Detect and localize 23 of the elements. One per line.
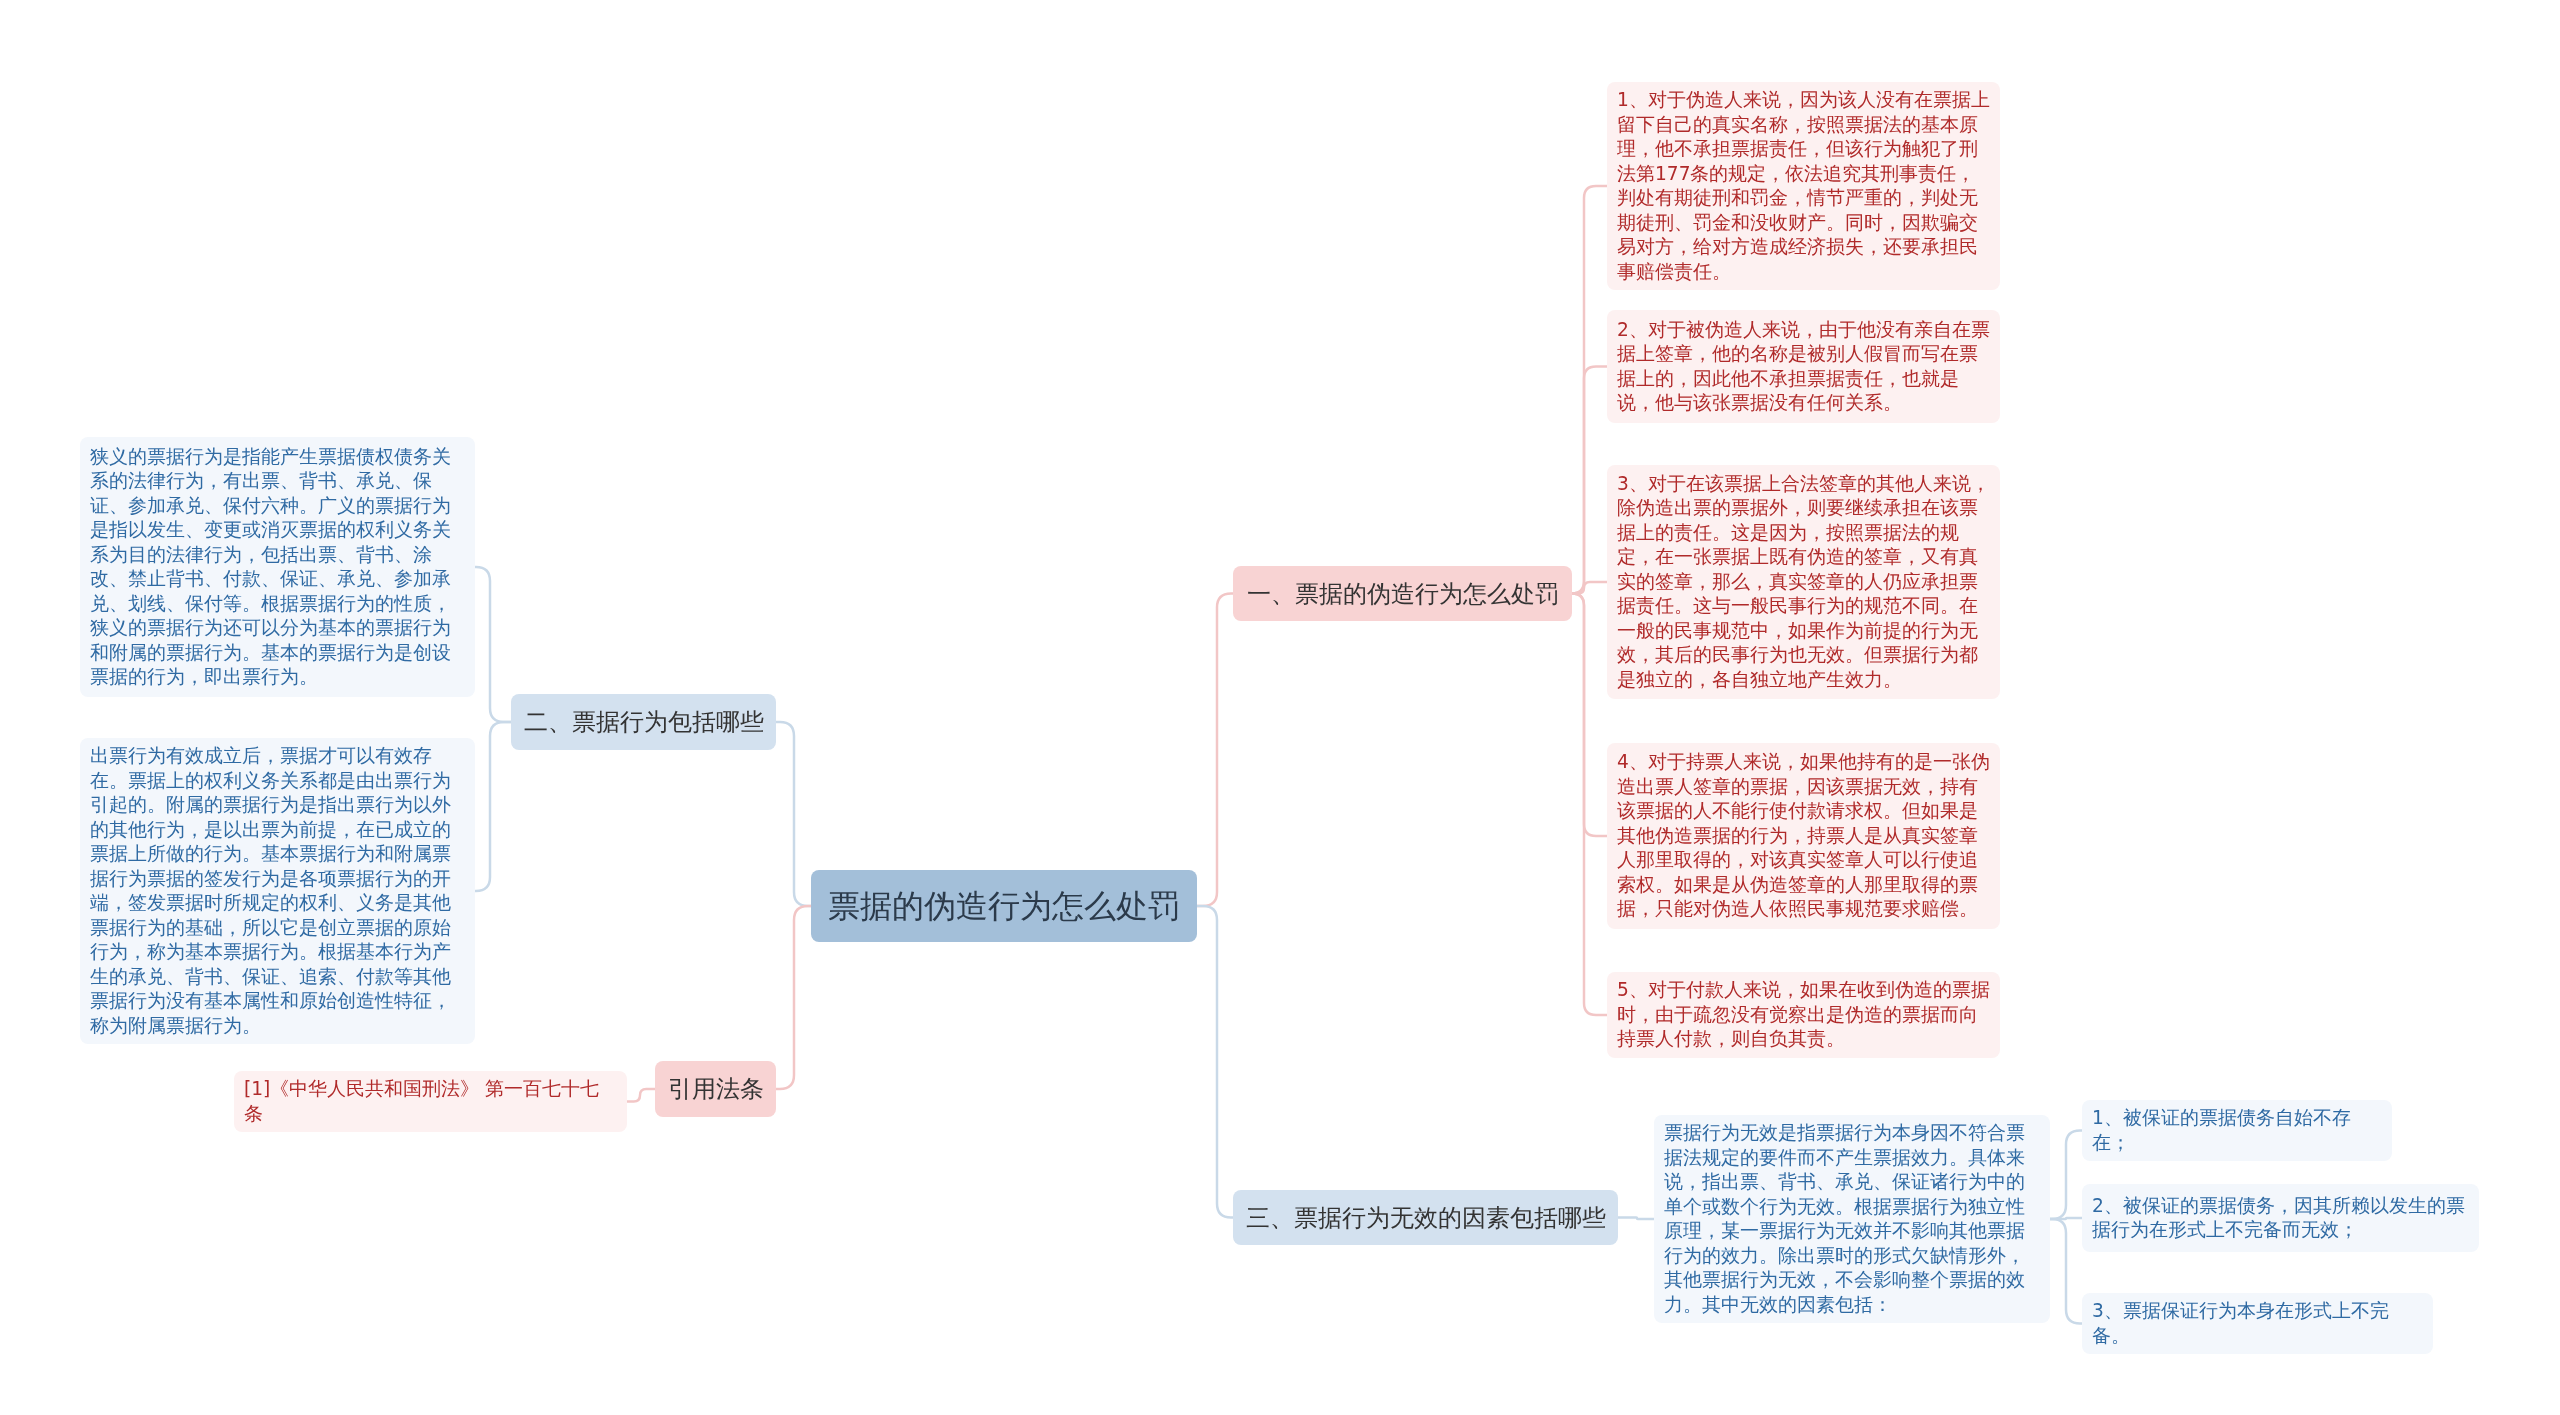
note-box: 票据行为无效是指票据行为本身因不符合票据法规定的要件而不产生票据效力。具体来说，指出票、背书、承兑、保证诸行为中的单个或数个行为无效。根据票据行为独立性原理，某一票据行为无效并不影响其他票据行为的效力。除出票时的形式欠缺情形外，其他票据行为无效，不会影响整个票据的效力。其中无效的因素包括：: [1654, 1115, 2050, 1323]
connector-line: [627, 1087, 655, 1103]
note-box: 1、被保证的票据债务自始不存在；: [2082, 1100, 2392, 1161]
note-box: 2、被保证的票据债务，因其所赖以发生的票据行为在形式上不完备而无效；: [2082, 1184, 2479, 1252]
note-box: 出票行为有效成立后，票据才可以有效存在。票据上的权利义务关系都是由出票行为引起的。附属的票据行为是指出票行为以外的其他行为，是以出票为前提，在已成立的票据上所做的行为。基本票据行为和附属票据行为票据的签发行为是各项票据行为的开端，签发票据时所规定的权利、义务是其他票据行为的基础，所以它是创立票据的原始行为，称为基本票据行为。根据基本行为产生的承兑、背书、保证、追索、付款等其他票据行为没有基本属性和原始创造性特征，称为附属票据行为。: [80, 738, 475, 1044]
branch-topic-box: 三、票据行为无效的因素包括哪些: [1233, 1190, 1618, 1245]
branch-topic-box: 二、票据行为包括哪些: [511, 694, 776, 750]
branch-topic-box: 一、票据的伪造行为怎么处罚: [1233, 566, 1572, 621]
note-box: 3、票据保证行为本身在形式上不完备。: [2082, 1293, 2433, 1354]
branch-topic-box: 引用法条: [655, 1061, 776, 1117]
note-box: 4、对于持票人来说，如果他持有的是一张伪造出票人签章的票据，因该票据无效，持有该票据的人不能行使付款请求权。但如果是其他伪造票据的行为，持票人是从真实签章人那里取得的，对该真实签章人可以行使追索权。如果是从伪造签章的人那里取得的票据，只能对伪造人依照民事规范要求赔偿。: [1607, 743, 2000, 929]
connector-line: [474, 720, 511, 893]
connector-line: [1197, 904, 1234, 1219]
connector-line: [1618, 1216, 1654, 1221]
note-box: 2、对于被伪造人来说，由于他没有亲自在票据上签章，他的名称是被别人假冒而写在票据上的，因此他不承担票据责任，也就是说，他与该张票据没有任何关系。: [1607, 310, 2000, 423]
note-box: 1、对于伪造人来说，因为该人没有在票据上留下自己的真实名称，按照票据法的基本原理，他不承担票据责任，但该行为触犯了刑法第177条的规定，依法追究其刑事责任，判处有期徒刑和罚金，情节严重的，判处无期徒刑、罚金和没收财产。同时，因欺骗交易对方，给对方造成经济损失，还要承担民事赔偿责任。: [1607, 82, 2000, 290]
connector-line: [1572, 580, 1607, 595]
note-box: 5、对于付款人来说，如果在收到伪造的票据时，由于疏忽没有觉察出是伪造的票据而向持票人付款，则自负其责。: [1607, 972, 2000, 1058]
root-topic-box: 票据的伪造行为怎么处罚: [811, 870, 1197, 942]
note-box: 狭义的票据行为是指能产生票据债权债务关系的法律行为，有出票、背书、承兑、保证、参加承兑、保付六种。广义的票据行为是指以发生、变更或消灭票据的权利义务关系为目的法律行为，包括出票、背书、涂改、禁止背书、付款、保证、承兑、参加承兑、划线、保付等。根据票据行为的性质，狭义的票据行为还可以分为基本的票据行为和附属的票据行为。基本的票据行为是创设票据的行为，即出票行为。: [80, 437, 475, 697]
note-box: 3、对于在该票据上合法签章的其他人来说，除伪造出票的票据外，则要继续承担在该票据上的责任。这是因为，按照票据法的规定，在一张票据上既有伪造的签章，又有真实的签章，那么，真实签章的人仍应承担票据责任。这与一般民事行为的规范不同。在一般的民事规范中，如果作为前提的行为无效，其后的民事行为也无效。但票据行为都是独立的，各自独立地产生效力。: [1607, 465, 2000, 699]
connector-line: [2050, 1217, 2082, 1325]
note-box: [1]《中华人民共和国刑法》 第一百七十七条: [234, 1071, 627, 1132]
